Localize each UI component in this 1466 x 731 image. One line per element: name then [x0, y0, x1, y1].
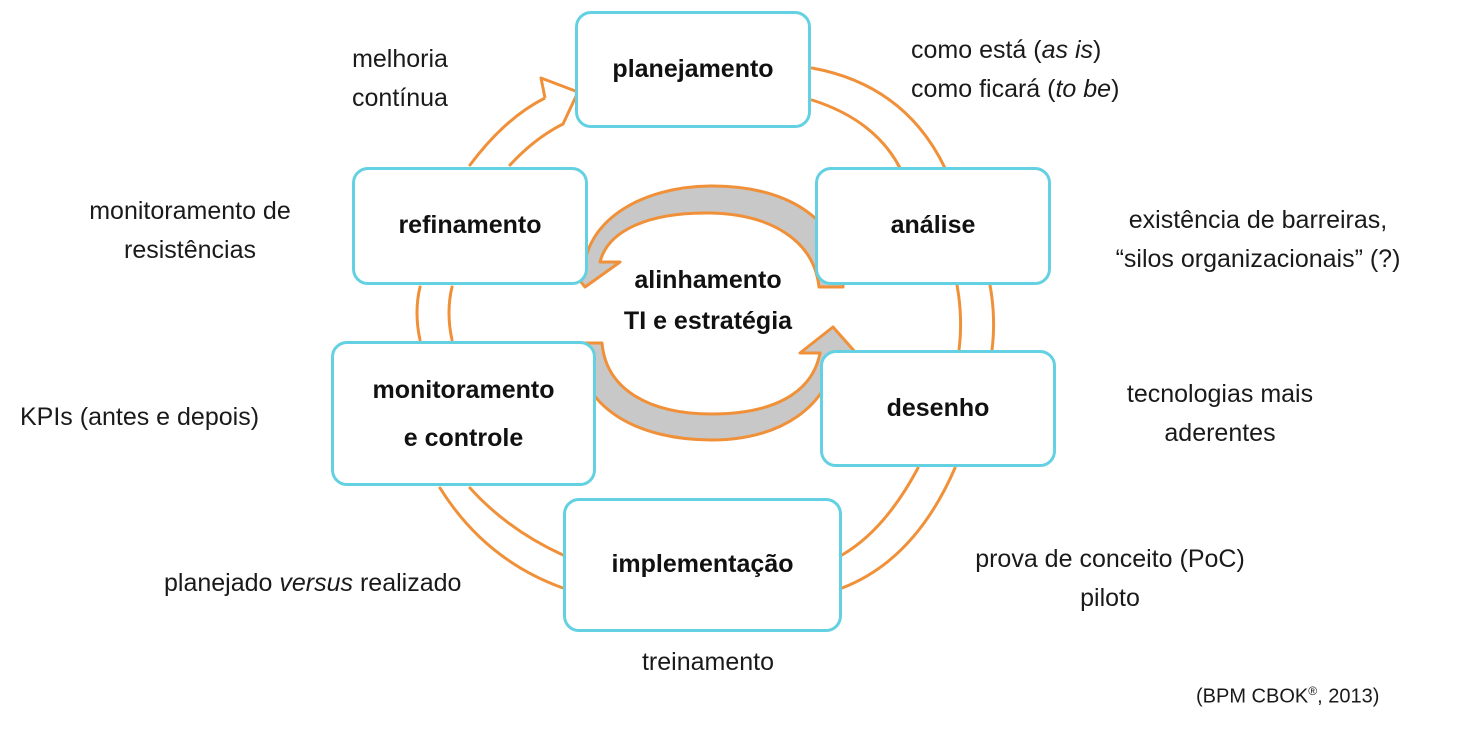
cycle-arrowhead-planejamento — [539, 76, 580, 125]
stage-refinamento-label: refinamento — [398, 211, 542, 240]
note-melhoria-continua: melhoria contínua — [330, 40, 470, 118]
note-poc-line2: piloto — [1080, 584, 1140, 612]
note-tecnologias-line2: aderentes — [1164, 419, 1276, 447]
note-tobe-em: to be — [1055, 75, 1112, 103]
cycle-arc-outer-monitoramento-refinamento — [415, 285, 422, 342]
cycle-arc-inner-implementacao-monitoramento — [468, 486, 565, 557]
cycle-arc-outer-planejamento-analise — [810, 66, 947, 170]
cycle-arc-inner-planejamento-analise — [810, 98, 902, 170]
citation: (BPM CBOK®, 2013) — [1196, 676, 1379, 712]
note-asis-tobe: como está (as is) como ficará (to be) — [911, 31, 1119, 109]
note-tobe-line: como ficará (to be) — [911, 70, 1119, 109]
note-asis-em: as is — [1041, 36, 1094, 64]
stage-planejamento: planejamento — [575, 11, 811, 128]
stage-monitoramento-label-line2: e controle — [403, 423, 524, 452]
cycle-arc-inner-monitoramento-refinamento — [447, 285, 454, 342]
note-resistencias-line2: resistências — [124, 236, 256, 264]
note-barreiras: existência de barreiras, “silos organiza… — [1078, 201, 1438, 279]
citation-mark: ® — [1308, 684, 1318, 698]
cycle-arc-inner-desenho-implementacao — [840, 466, 920, 557]
note-planejado-realizado: planejado versus realizado — [164, 564, 461, 603]
note-treinamento-text: treinamento — [641, 648, 775, 676]
note-poc-line1: prova de conceito (PoC) — [975, 545, 1245, 573]
note-barreiras-line2: “silos organizacionais” (?) — [1115, 245, 1401, 273]
inner-arrow-lower — [574, 325, 858, 442]
center-label-line2: TI e estratégia — [623, 307, 793, 335]
stage-analise: análise — [815, 167, 1051, 285]
note-asis-suffix: ) — [1093, 36, 1102, 64]
note-planejado-prefix: planejado — [164, 569, 280, 597]
stage-implementacao-label: implementação — [611, 550, 794, 579]
stage-refinamento: refinamento — [352, 167, 588, 285]
note-planejado-suffix: realizado — [353, 569, 462, 597]
stage-desenho-label: desenho — [886, 393, 990, 422]
note-poc: prova de conceito (PoC) piloto — [940, 540, 1280, 618]
cycle-arc-outer-analise-desenho — [988, 283, 996, 352]
stage-monitoramento-label-line1: monitoramento — [372, 375, 555, 404]
citation-suffix: , 2013) — [1317, 685, 1380, 708]
stage-planejamento-label: planejamento — [612, 54, 774, 83]
cycle-arc-outer-refinamento-planejamento — [468, 96, 547, 167]
cycle-arc-outer-desenho-implementacao — [840, 466, 957, 590]
note-melhoria-line1: melhoria — [352, 45, 448, 73]
note-treinamento: treinamento — [608, 643, 808, 682]
note-kpis-text: KPIs (antes e depois) — [20, 403, 260, 431]
note-planejado-em: versus — [279, 569, 354, 597]
cycle-arc-inner-refinamento-planejamento — [508, 122, 565, 167]
note-tobe-suffix: ) — [1111, 75, 1120, 103]
note-kpis: KPIs (antes e depois) — [20, 398, 259, 437]
note-tecnologias: tecnologias mais aderentes — [1090, 375, 1350, 453]
note-resistencias: monitoramento de resistências — [55, 192, 325, 270]
note-melhoria-line2: contínua — [352, 84, 448, 112]
stage-implementacao: implementação — [563, 498, 842, 632]
note-asis-prefix: como está ( — [911, 36, 1042, 64]
note-tobe-prefix: como ficará ( — [911, 75, 1056, 103]
center-label-line1: alinhamento — [634, 266, 782, 294]
note-asis-line: como está (as is) — [911, 31, 1119, 70]
note-barreiras-line1: existência de barreiras, — [1128, 206, 1388, 234]
cycle-arc-inner-analise-desenho — [955, 283, 963, 352]
center-label: alinhamento TI e estratégia — [598, 260, 818, 342]
stage-monitoramento-controle: monitoramento e controle — [331, 341, 596, 486]
stage-analise-label: análise — [890, 211, 976, 240]
note-tecnologias-line1: tecnologias mais — [1126, 380, 1314, 408]
stage-desenho: desenho — [820, 350, 1056, 467]
note-resistencias-line1: monitoramento de — [89, 197, 291, 225]
outer-cycle-arrows — [415, 66, 996, 590]
cycle-arc-outer-implementacao-monitoramento — [438, 486, 565, 590]
citation-prefix: (BPM CBOK — [1196, 685, 1309, 708]
